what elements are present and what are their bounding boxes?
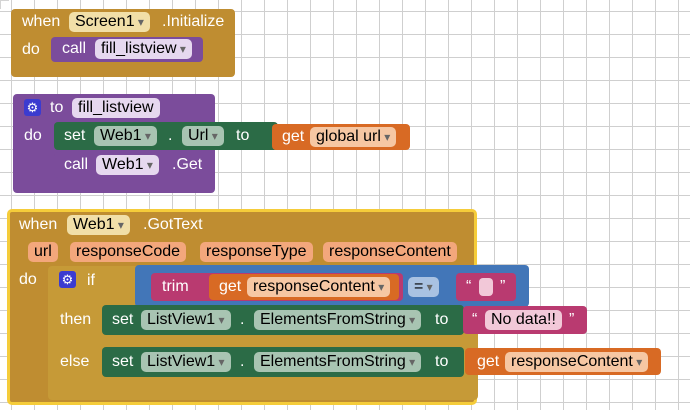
param-response-code[interactable]: responseCode xyxy=(70,242,187,262)
component-name: Web1 xyxy=(73,216,115,233)
to-label: to xyxy=(236,127,250,144)
property-dropdown[interactable]: Url xyxy=(182,126,224,146)
variable-name: responseContent xyxy=(253,278,375,295)
quote-open: “ xyxy=(466,278,472,295)
variable-name: global url xyxy=(316,128,381,145)
variable-dropdown[interactable]: global url xyxy=(310,127,397,147)
param-response-type[interactable]: responseType xyxy=(200,242,313,262)
component-dropdown[interactable]: Web1 xyxy=(94,126,157,146)
param-label: responseType xyxy=(206,243,307,260)
component-dropdown[interactable]: Screen1 xyxy=(69,12,150,32)
variable-name: responseContent xyxy=(511,353,633,370)
to-label: to xyxy=(50,99,64,116)
set-label: set xyxy=(112,353,134,370)
get-label: get xyxy=(477,353,500,370)
call-label: call xyxy=(62,40,87,57)
event-name: .Initialize xyxy=(162,13,225,30)
empty-text-field[interactable] xyxy=(479,278,493,296)
do-label: do xyxy=(24,127,42,144)
get-label: get xyxy=(282,128,305,145)
when-label: when xyxy=(22,13,61,30)
set-label: set xyxy=(112,311,134,328)
property-dropdown[interactable]: ElementsFromString xyxy=(254,352,422,372)
quote-close: ” xyxy=(569,311,575,328)
component-name: Web1 xyxy=(100,127,142,144)
property-dropdown[interactable]: ElementsFromString xyxy=(254,310,422,330)
quote-close: ” xyxy=(500,278,506,295)
param-response-content[interactable]: responseContent xyxy=(323,242,457,262)
gear-icon[interactable]: ⚙ xyxy=(24,99,41,116)
do-label: do xyxy=(19,271,37,288)
component-dropdown[interactable]: Web1 xyxy=(67,215,130,235)
dot-label: . xyxy=(240,353,245,370)
to-label: to xyxy=(435,353,449,370)
component-name: Screen1 xyxy=(75,13,135,30)
procedure-name-field[interactable]: fill_listview xyxy=(72,98,160,118)
then-label: then xyxy=(60,311,92,328)
quote-open: “ xyxy=(472,311,478,328)
property-name: ElementsFromString xyxy=(260,311,406,328)
operator-dropdown[interactable]: = xyxy=(408,277,439,297)
variable-dropdown[interactable]: responseContent xyxy=(505,352,649,372)
component-name: ListView1 xyxy=(147,353,216,370)
component-name: Web1 xyxy=(102,156,144,173)
procedure-dropdown[interactable]: fill_listview xyxy=(95,39,192,59)
param-label: responseCode xyxy=(76,243,181,260)
method-name: .Get xyxy=(172,156,203,173)
to-label: to xyxy=(435,311,449,328)
procedure-name: fill_listview xyxy=(78,99,154,116)
variable-dropdown[interactable]: responseContent xyxy=(247,277,391,297)
text-field[interactable]: No data!! xyxy=(485,310,562,330)
gear-icon[interactable]: ⚙ xyxy=(59,271,76,288)
if-label: if xyxy=(87,272,95,289)
when-label: when xyxy=(19,216,58,233)
param-url[interactable]: url xyxy=(28,242,58,262)
set-label: set xyxy=(64,127,86,144)
else-label: else xyxy=(60,353,90,370)
text-value: No data!! xyxy=(491,311,556,328)
event-name: .GotText xyxy=(143,216,203,233)
dot-label: . xyxy=(240,311,245,328)
param-label: responseContent xyxy=(329,243,451,260)
get-label: get xyxy=(219,278,242,295)
property-name: ElementsFromString xyxy=(260,353,406,370)
param-label: url xyxy=(34,243,52,260)
component-name: ListView1 xyxy=(147,311,216,328)
component-dropdown[interactable]: Web1 xyxy=(96,155,159,175)
procedure-name: fill_listview xyxy=(101,40,177,57)
dot-label: . xyxy=(168,127,173,144)
trim-label: trim xyxy=(162,278,189,295)
property-name: Url xyxy=(188,127,209,144)
call-label: call xyxy=(64,156,89,173)
component-dropdown[interactable]: ListView1 xyxy=(141,310,231,330)
operator-symbol: = xyxy=(414,278,424,295)
do-label: do xyxy=(22,41,40,58)
set-property-block[interactable] xyxy=(54,122,278,150)
component-dropdown[interactable]: ListView1 xyxy=(141,352,231,372)
